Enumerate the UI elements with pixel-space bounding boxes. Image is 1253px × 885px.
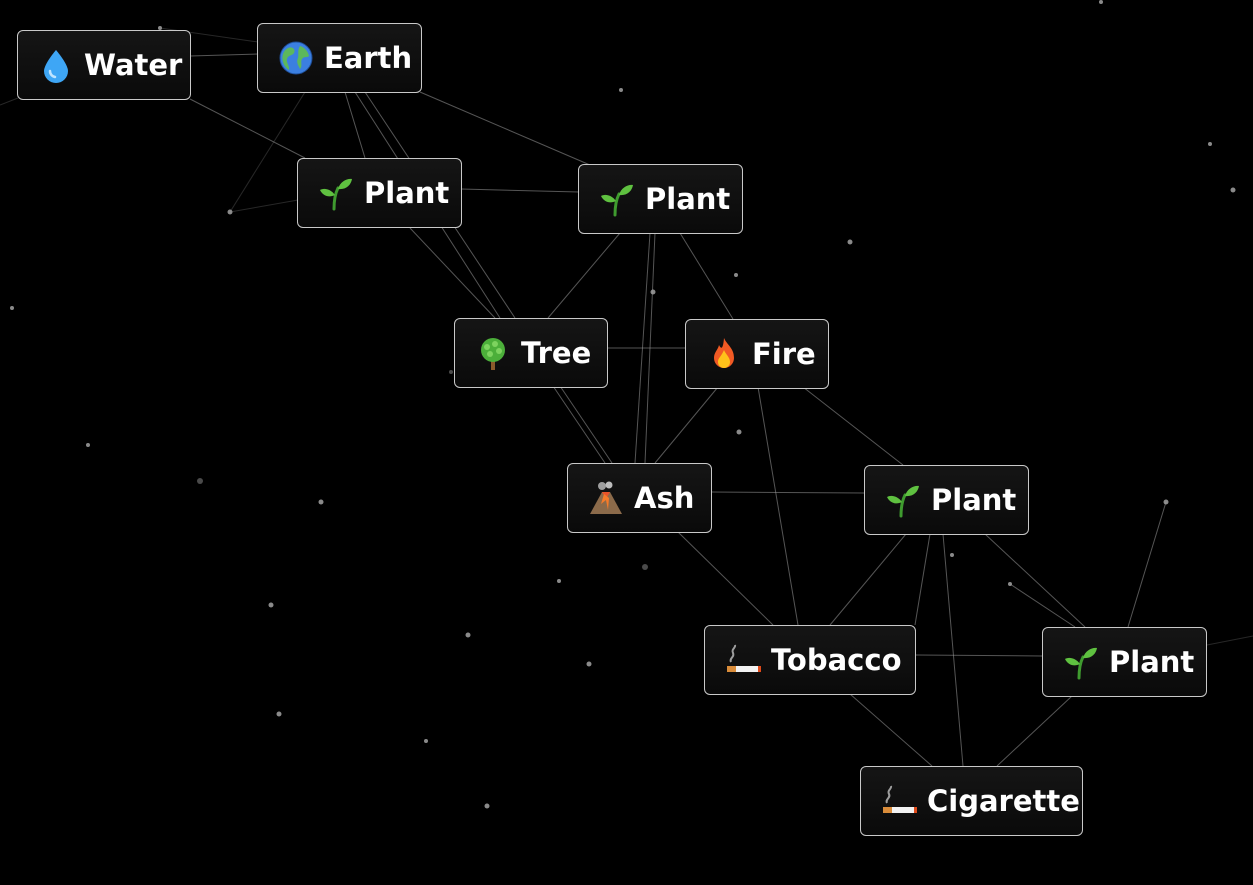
element-tile[interactable]: Tree — [454, 318, 608, 388]
star-dot — [734, 273, 738, 277]
element-tile[interactable]: Ash — [567, 463, 712, 533]
star-dot — [1099, 0, 1103, 4]
element-tile[interactable]: Water — [17, 30, 191, 100]
connection-line — [654, 386, 719, 464]
element-label: Ash — [634, 481, 695, 515]
connection-line — [829, 533, 907, 626]
connection-line — [189, 53, 259, 57]
element-label: Tree — [521, 336, 592, 370]
element-label: Cigarette — [927, 784, 1080, 818]
element-tile[interactable]: Tobacco — [704, 625, 916, 695]
star-dot — [736, 429, 742, 435]
element-tile[interactable]: Earth — [257, 23, 422, 93]
element-tile[interactable]: Cigarette — [860, 766, 1083, 836]
seedling-icon — [1063, 644, 1099, 680]
element-label: Plant — [1109, 645, 1195, 679]
connection-line — [344, 91, 366, 159]
element-label: Plant — [364, 176, 450, 210]
element-label: Tobacco — [771, 643, 902, 677]
connection-line — [1206, 635, 1253, 646]
connection-line — [419, 91, 591, 166]
connection-line — [849, 693, 933, 767]
connection-line — [942, 533, 964, 767]
connection-line — [1127, 501, 1167, 628]
element-tile[interactable]: Plant — [1042, 627, 1207, 697]
connection-line — [229, 91, 306, 213]
star-dot — [1230, 187, 1236, 193]
star-dot — [586, 661, 592, 667]
globe-icon — [278, 40, 314, 76]
star-dot — [197, 478, 203, 484]
connection-line — [547, 232, 621, 319]
star-dot — [158, 26, 162, 30]
volcano-icon — [588, 480, 624, 516]
element-label: Plant — [645, 182, 731, 216]
seedling-icon — [599, 181, 635, 217]
seedling-icon — [318, 175, 354, 211]
connection-line — [710, 491, 866, 494]
star-dot — [424, 739, 428, 743]
element-label: Fire — [752, 337, 816, 371]
star-dot — [950, 553, 954, 557]
element-tile[interactable]: Plant — [297, 158, 462, 228]
star-dot — [1208, 142, 1212, 146]
star-dot — [268, 602, 274, 608]
star-dot — [642, 564, 648, 570]
connection-line — [552, 385, 606, 464]
element-label: Earth — [324, 41, 413, 75]
element-tile[interactable]: Plant — [864, 465, 1029, 535]
link-lines — [0, 27, 1253, 767]
connection-line — [802, 386, 904, 466]
star-dot — [619, 88, 623, 92]
connection-line — [189, 98, 306, 159]
background-dots — [10, 0, 1236, 809]
star-dot — [847, 239, 853, 245]
connection-line — [229, 199, 299, 213]
cigarette-icon — [725, 642, 761, 678]
droplet-icon — [38, 47, 74, 83]
element-tile[interactable]: Fire — [685, 319, 829, 389]
star-dot — [227, 209, 233, 215]
star-dot — [557, 579, 561, 583]
element-label: Plant — [931, 483, 1017, 517]
connection-line — [984, 533, 1086, 628]
star-dot — [465, 632, 471, 638]
connection-line — [677, 531, 774, 626]
fire-icon — [706, 336, 742, 372]
star-dot — [449, 370, 453, 374]
element-tile[interactable]: Plant — [578, 164, 743, 234]
star-dot — [318, 499, 324, 505]
star-dot — [10, 306, 14, 310]
cigarette-icon — [881, 783, 917, 819]
star-dot — [276, 711, 282, 717]
connection-line — [0, 97, 19, 106]
element-label: Water — [84, 48, 183, 82]
tree-icon — [475, 335, 511, 371]
connection-line — [559, 385, 613, 464]
connection-line — [996, 695, 1073, 767]
connection-line — [679, 232, 734, 320]
star-dot — [650, 289, 656, 295]
connection-line — [757, 386, 799, 626]
connection-line — [914, 533, 931, 626]
seedling-icon — [885, 482, 921, 518]
connection-line — [409, 227, 496, 319]
star-dot — [86, 443, 90, 447]
star-dot — [484, 803, 490, 809]
connection-line — [460, 188, 580, 193]
connection-line — [1009, 583, 1076, 628]
connection-line — [915, 654, 1044, 657]
